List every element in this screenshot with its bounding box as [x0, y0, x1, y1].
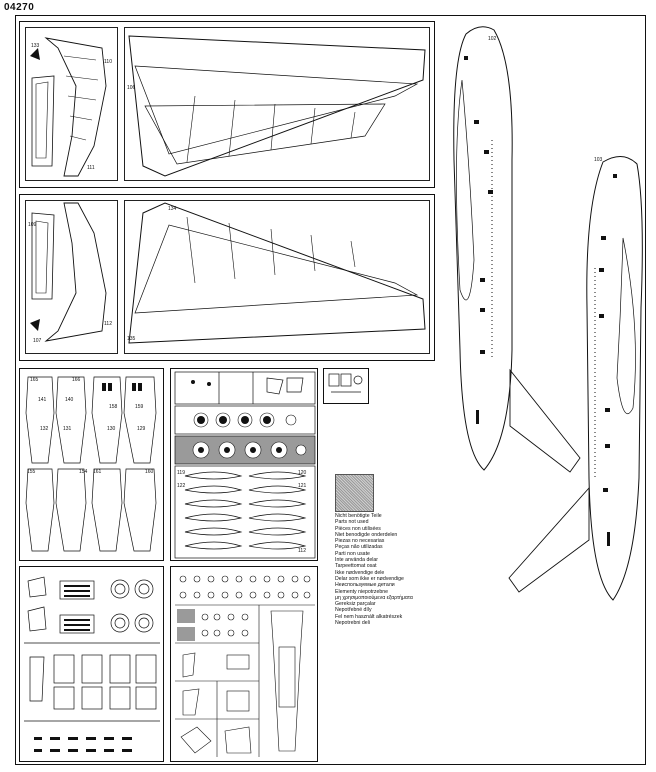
- part-label: 129: [137, 426, 146, 432]
- legend-line: Gereksiz parçalar: [335, 601, 376, 608]
- part-label: 119: [177, 470, 185, 476]
- part-label: 122: [177, 483, 186, 489]
- lower-wing-left-box: [25, 200, 118, 354]
- part-label: 112: [104, 321, 112, 327]
- part-label: 130: [107, 426, 116, 432]
- upper-wing-right-drawing: [128, 35, 426, 177]
- part-label: 107: [33, 338, 42, 344]
- legend-line: Tarpeettomat osat: [335, 563, 377, 570]
- part-label: 155: [27, 469, 36, 475]
- bottom-left-drawing: [24, 576, 160, 752]
- part-label: 112: [298, 548, 306, 554]
- bottom-mid-drawing: [175, 575, 315, 757]
- legend-line: μη χρησιμοποιούμενα εξαρτήματα: [335, 594, 413, 601]
- legend-line: Pièces non utilisées: [335, 525, 381, 532]
- legend-line: Nicht benötigte Teile: [335, 513, 382, 519]
- legend-line: Delar som ikke er nødvendige: [335, 575, 404, 582]
- detail-parts-panel: [170, 368, 318, 561]
- part-label: 158: [109, 404, 118, 410]
- legend-line: Fel nem használt alkatrészek: [335, 613, 403, 620]
- part-label: 166: [72, 377, 81, 383]
- legend-line: Parti non usate: [335, 550, 370, 557]
- part-label: 106: [127, 85, 136, 91]
- lower-wing-left-drawing: [30, 202, 107, 342]
- part-label: 103: [594, 157, 603, 163]
- legend-line: Inte använda delar: [335, 557, 378, 564]
- part-label: 131: [63, 426, 72, 432]
- part-label: 135: [127, 336, 136, 342]
- engine-parts-drawing: [25, 376, 157, 552]
- legend-line: Неиспользуемые детали: [335, 582, 395, 589]
- part-label: 120: [298, 470, 307, 476]
- lower-wing-right-drawing: [128, 202, 426, 344]
- part-label: 161: [93, 469, 102, 475]
- upper-wing-left-box: [25, 27, 118, 181]
- part-label: 102: [488, 36, 497, 42]
- detail-parts-drawing: [174, 371, 316, 559]
- part-label: 109: [28, 222, 37, 228]
- part-label: 121: [298, 483, 307, 489]
- bottom-mid-panel: [170, 566, 318, 762]
- part-label: 134: [168, 206, 177, 212]
- upper-wing-right-box: [124, 27, 430, 181]
- part-label: 154: [79, 469, 88, 475]
- legend-line: Ikke nødvendige dele: [335, 569, 385, 576]
- engine-parts-panel: [19, 368, 164, 561]
- legend-line: Parts not used: [335, 519, 369, 526]
- part-label: 141: [38, 397, 47, 403]
- part-label: 111: [87, 165, 95, 171]
- fuselage-right-drawing: [508, 156, 643, 601]
- part-label: 132: [40, 426, 49, 432]
- legend-line: Piezas no necesarias: [335, 538, 385, 545]
- sheet-code: 04270: [4, 2, 35, 13]
- not-used-swatch: [335, 474, 374, 512]
- upper-wing-left-drawing: [30, 37, 107, 177]
- lower-wing-right-box: [124, 200, 430, 354]
- part-label: 165: [30, 377, 39, 383]
- part-label: 110: [104, 59, 112, 65]
- not-used-legend: Nicht benötigte Teile Parts not used Piè…: [335, 513, 413, 626]
- legend-line: Nepotrebni deli: [335, 620, 370, 627]
- legend-line: Nepotřebné díly: [335, 607, 372, 614]
- part-label: 160: [145, 469, 154, 475]
- part-label: 133: [31, 43, 40, 49]
- legend-line: Niet benodigde onderdelen: [335, 531, 398, 538]
- part-label: 159: [135, 404, 144, 410]
- fuselage-left-drawing: [453, 26, 581, 473]
- part-label: 140: [65, 397, 74, 403]
- legend-line: Elementy niepotrzebne: [335, 588, 389, 595]
- small-sprue-drawing: [328, 373, 363, 393]
- legend-line: Peças não utilizadas: [335, 544, 383, 551]
